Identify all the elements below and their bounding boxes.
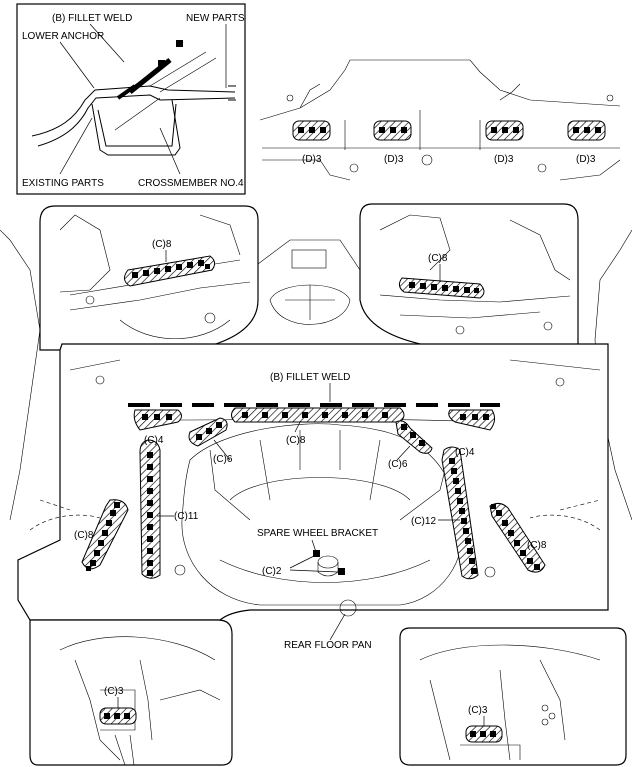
label-d3-d: (D)3 (576, 154, 596, 165)
weld-spot-c2 (338, 568, 345, 575)
rear-panel-top (259, 59, 621, 121)
vehicle-body-background (0, 229, 632, 521)
label-spare-wheel-bracket: SPARE WHEEL BRACKET (257, 528, 378, 539)
label-d3-c: (D)3 (494, 154, 514, 165)
label-c6-left: (C)6 (213, 454, 233, 465)
upper-right-inset-frame (359, 203, 579, 353)
label-existing-parts: EXISTING PARTS (22, 178, 104, 189)
label-fillet-weld-main: (B) FILLET WELD (270, 372, 350, 383)
label-c12: (C)12 (411, 516, 436, 527)
existing-part-line (31, 85, 236, 137)
cross-section-inset: (B) FILLET WELD NEW PARTS LOWER ANCHOR E… (16, 3, 246, 195)
label-c4-right: (C)4 (455, 447, 475, 458)
lower-right-inset-frame (399, 627, 627, 766)
label-crossmember: CROSSMEMBER NO.4 (138, 178, 244, 189)
crossmember-inner (97, 103, 177, 147)
label-fillet-weld-inset: (B) FILLET WELD (52, 13, 132, 24)
label-d3-b: (D)3 (384, 154, 404, 165)
label-lower-anchor: LOWER ANCHOR (22, 31, 104, 42)
rear-floor-main-view: (B) FILLET WELD (C)4 (C)4 (C)8 (C)6 (C)6… (17, 343, 609, 651)
break-marks (228, 85, 236, 101)
lower-left-inset-frame (29, 619, 233, 766)
crossmember-outline (91, 99, 181, 156)
upper-right-inset: (C)8 (359, 203, 579, 353)
label-c4-left: (C)4 (144, 435, 164, 446)
label-c6-right: (C)6 (388, 459, 408, 470)
label-c8-center: (C)8 (286, 435, 306, 446)
label-rear-floor-pan: REAR FLOOR PAN (284, 640, 372, 651)
main-view-frame (17, 343, 609, 621)
label-c8-right: (C)8 (527, 540, 547, 551)
label-c8-upper-right: (C)8 (428, 253, 448, 264)
lower-right-inset: (C)3 (399, 627, 627, 766)
lower-left-inset: (C)3 (29, 619, 233, 766)
label-c8-upper-left: (C)8 (152, 239, 172, 250)
weld-spot-c2 (313, 550, 320, 557)
label-d3-a: (D)3 (302, 154, 322, 165)
label-c2: (C)2 (262, 566, 282, 577)
weld-group-c8-center (231, 407, 405, 423)
label-c3-left: (C)3 (104, 686, 124, 697)
weld-spot (176, 40, 183, 47)
label-new-parts: NEW PARTS (186, 13, 245, 24)
spare-tire-well-top (269, 284, 351, 325)
weld-group-c11 (139, 439, 161, 579)
label-c8-left: (C)8 (74, 530, 94, 541)
upper-left-inset: (C)8 (39, 205, 259, 356)
rear-panel-view: (D)3 (D)3 (D)3 (D)3 (259, 59, 621, 181)
label-c11: (C)11 (174, 511, 199, 522)
label-c3-right: (C)3 (468, 705, 488, 716)
weld-spot (158, 60, 165, 67)
